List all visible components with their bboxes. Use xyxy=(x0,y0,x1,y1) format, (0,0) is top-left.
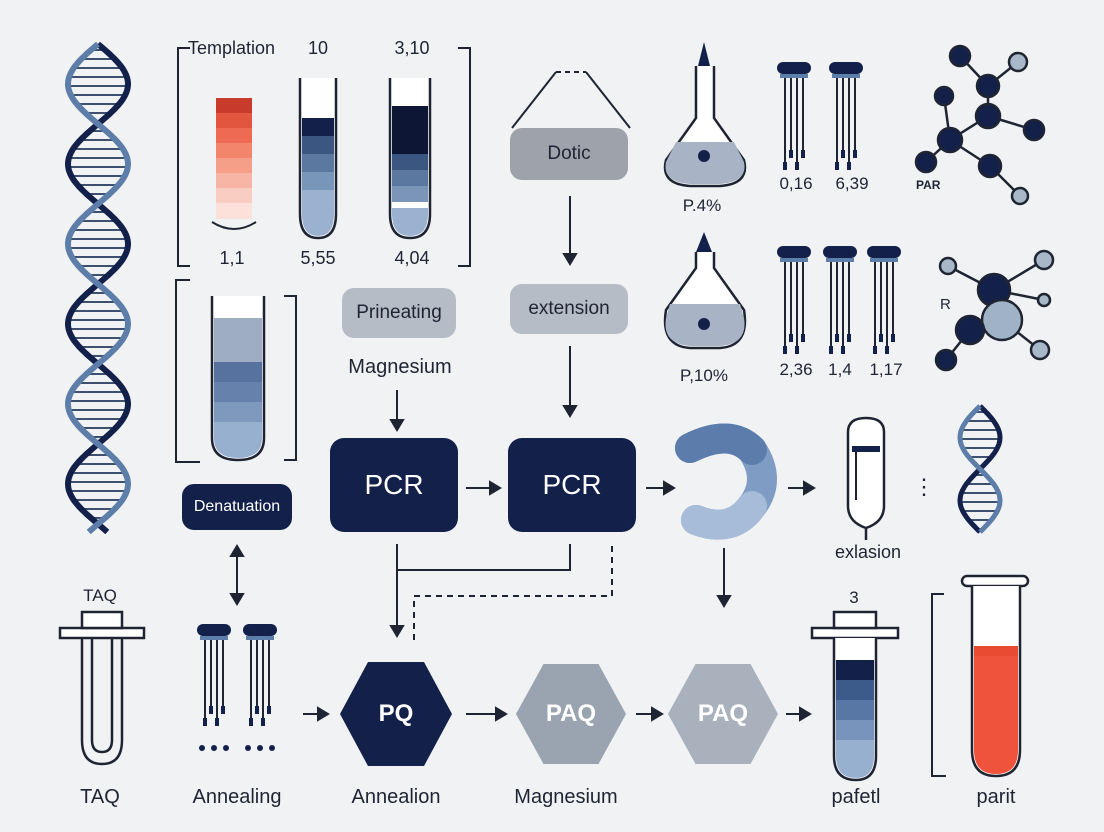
ellipsis-icon: ⋮ xyxy=(913,474,935,499)
flask-top-label: P.4% xyxy=(682,196,722,215)
tube-bottom-value-3: 4,04 xyxy=(394,248,430,268)
molecule-bottom-icon xyxy=(934,249,1055,372)
molecule-top-icon xyxy=(914,44,1046,206)
result-tube-icon xyxy=(810,610,900,782)
pipette-icon xyxy=(777,246,811,354)
red-tube-icon xyxy=(931,574,1030,778)
test-tube-blue-icon xyxy=(298,78,338,240)
pipette-icon xyxy=(867,246,901,354)
magnesium-label: Magnesium xyxy=(348,356,452,378)
flow-arrows xyxy=(229,196,816,722)
taq-bottom-label: TAQ xyxy=(80,786,120,808)
molecule-bottom-label: R xyxy=(940,296,951,313)
test-tube-red-icon xyxy=(211,98,257,230)
flask-top-icon xyxy=(663,42,747,188)
test-tube-large-icon xyxy=(175,279,297,463)
pipette-icon xyxy=(777,62,811,170)
pipette-icon xyxy=(197,624,231,751)
annealion-label: Annealion xyxy=(351,786,441,808)
tube-top-value-1: 10 xyxy=(307,38,329,58)
pipette-top-value-1: 0,16 xyxy=(779,174,813,193)
test-tube-navy-icon xyxy=(388,78,432,240)
tube-bottom-value-1: 1,1 xyxy=(219,248,245,268)
pipette-bottom-value-3: 1,17 xyxy=(869,360,903,379)
pipette-groups xyxy=(197,62,901,751)
tubes-panel-header: Templation xyxy=(188,38,276,58)
pcr-box-right: PCR xyxy=(508,438,636,532)
tubes-panel-bracket xyxy=(177,47,471,267)
taq-top-label: TAQ xyxy=(83,586,117,605)
protein-fold-icon xyxy=(675,423,777,540)
molecule-top-label: PAR xyxy=(916,178,941,192)
pipette-top-value-2: 6,39 xyxy=(835,174,869,193)
priming-box: Prineating xyxy=(342,288,456,338)
flask-bottom-label: P,10% xyxy=(680,366,728,385)
pipette-icon xyxy=(823,246,857,354)
dotic-box: Dotic xyxy=(510,128,628,180)
dna-helix-icon xyxy=(64,41,132,535)
result-tube-top-label: 3 xyxy=(849,588,859,607)
annealing-label: Annealing xyxy=(192,786,282,808)
result-tube-label: pafetl xyxy=(831,786,881,808)
pipette-icon xyxy=(829,62,863,170)
pipette-icon xyxy=(243,624,277,751)
magnesium-bottom-label: Magnesium xyxy=(514,786,618,808)
denaturation-box: Denatuation xyxy=(182,484,292,530)
taq-tube-icon xyxy=(58,610,146,766)
dotic-hood-icon xyxy=(511,71,631,129)
tube-top-value-2: 3,10 xyxy=(394,38,430,58)
flask-bottom-icon xyxy=(663,232,747,350)
extension-box: extension xyxy=(510,284,628,334)
pipette-bottom-value-1: 2,36 xyxy=(779,360,813,379)
exlasion-label: exlasion xyxy=(834,542,902,562)
pcr-box-left: PCR xyxy=(330,438,458,532)
red-tube-label: parit xyxy=(976,786,1016,808)
vial-icon xyxy=(846,416,886,540)
pipette-bottom-value-2: 1,4 xyxy=(828,360,852,379)
dna-helix-small-icon xyxy=(957,404,1003,534)
tube-bottom-value-2: 5,55 xyxy=(300,248,336,268)
